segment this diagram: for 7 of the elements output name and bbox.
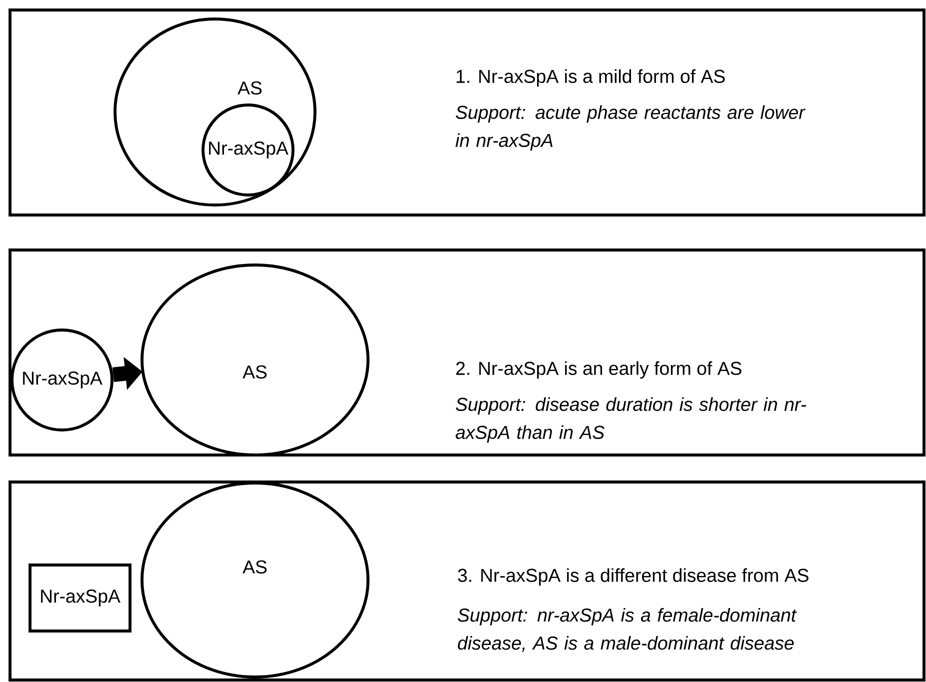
support-text: Support: disease duration is shorter in nr-axSpA than in AS (456, 397, 806, 443)
heading-text: 3. Nr-axSpA is a different disease from AS (458, 568, 808, 586)
support-text: Support: nr-axSpA is a female-dominant disease, AS is a male-dominant disease (458, 608, 797, 652)
support-text: Support: acute phase reactants are lower in nr-axSpA (456, 105, 806, 151)
rectangle-box: Nr-axSpA (28, 564, 132, 632)
heading-text: 2. Nr-axSpA is an early form of AS (456, 361, 742, 379)
heading-text: 1. Nr-axSpA is a mild form of AS (456, 69, 725, 87)
